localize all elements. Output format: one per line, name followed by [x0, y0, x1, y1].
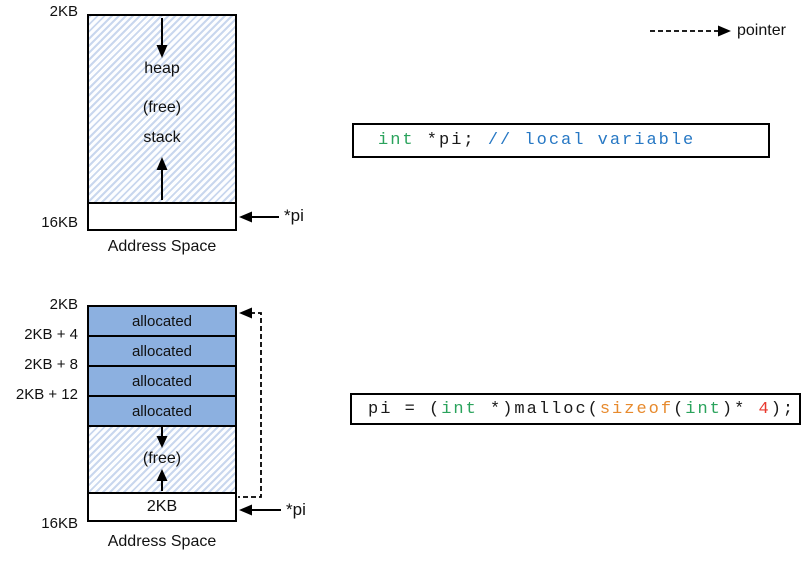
code-token: sizeof — [599, 399, 674, 419]
stack-label: stack — [143, 129, 181, 146]
code-token: *pi; — [414, 131, 488, 150]
address-label-top-start: 2KB — [49, 3, 78, 20]
code-box-malloc: pi = (int *)malloc(sizeof(int)* 4); — [350, 393, 801, 425]
unallocated-strip — [89, 202, 235, 229]
malloc-pointer-dashed-path — [238, 307, 262, 498]
address-label-alloc-2: 2KB + 8 — [24, 356, 78, 373]
heap-label: heap — [144, 60, 180, 77]
address-label-alloc-0: 2KB — [49, 296, 78, 313]
pointer-legend-arrow — [650, 25, 731, 37]
address-label-alloc-1: 2KB + 4 — [24, 326, 78, 343]
code-token: ( — [673, 399, 686, 419]
code-token: int — [378, 131, 415, 150]
code-box-declare: int *pi; // local variable — [352, 123, 770, 158]
code-token: int — [441, 399, 478, 419]
code-token: 4 — [758, 399, 771, 419]
pi-arrow-top — [239, 211, 279, 223]
code-token: // local variable — [487, 131, 696, 150]
code-token: pi = ( — [368, 399, 442, 419]
address-space-caption-bottom: Address Space — [107, 533, 217, 550]
code-token: *)malloc( — [477, 399, 600, 419]
pi-pointer-label-bottom: *pi — [286, 500, 306, 519]
allocated-block: allocated — [89, 337, 235, 367]
allocated-block: allocated — [89, 307, 235, 337]
code-token: int — [685, 399, 722, 419]
free-label-bottom: (free) — [142, 450, 182, 467]
address-label-bottom-end: 16KB — [41, 515, 78, 532]
pi-arrow-bottom — [239, 504, 281, 516]
pi-pointer-label-top: *pi — [284, 206, 304, 225]
free-label: (free) — [142, 99, 182, 116]
address-space-caption-top: Address Space — [107, 238, 217, 255]
code-token: )* — [721, 399, 759, 419]
allocated-block: allocated — [89, 397, 235, 427]
address-label-alloc-3: 2KB + 12 — [15, 386, 78, 403]
pointer-legend-label: pointer — [737, 22, 786, 39]
address-label-top-end: 16KB — [41, 214, 78, 231]
address-space-box-top — [87, 14, 237, 231]
address-space-box-bottom: allocated allocated allocated allocated … — [87, 305, 237, 522]
code-token: ); — [770, 399, 796, 419]
allocated-block: allocated — [89, 367, 235, 397]
pointed-block: 2KB — [89, 494, 235, 520]
